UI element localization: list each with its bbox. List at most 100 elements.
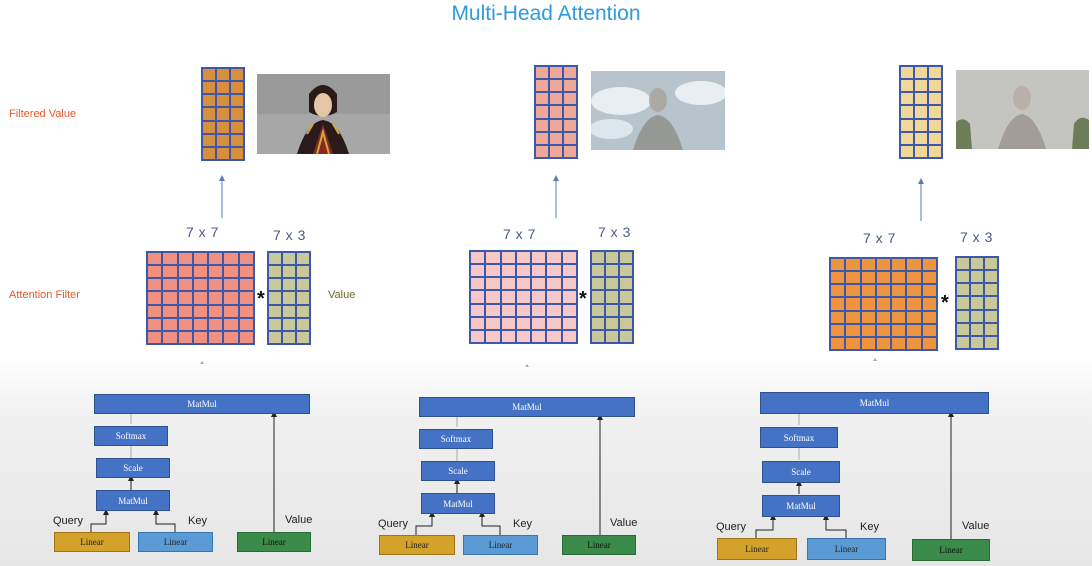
- attention-matrix-2-cell: [500, 329, 516, 343]
- linear-value-block-1: Linear: [237, 532, 311, 552]
- filtered-matrix-2-cell: [549, 118, 563, 132]
- filtered-matrix-2-cell: [549, 131, 563, 145]
- value-matrix-2-cell: [591, 251, 605, 265]
- filtered-matrix-3-cell: [900, 92, 914, 106]
- value-matrix-1-cell: [268, 265, 282, 279]
- attention-matrix-1-cell: [147, 291, 163, 305]
- filtered-matrix-3-cell: [928, 144, 942, 158]
- attention-matrix-3-cell: [845, 336, 861, 350]
- page-title: Multi-Head Attention: [451, 2, 641, 25]
- matmul-top-block-1: MatMul: [94, 394, 310, 414]
- filtered-matrix-3-cell: [928, 79, 942, 93]
- attention-matrix-1-cell: [192, 304, 209, 318]
- linear-key-block-3: Linear: [807, 538, 886, 560]
- value-matrix-3: [955, 256, 999, 350]
- attention-matrix-3-cell: [891, 297, 907, 311]
- value-dim-1: 7 x 3: [273, 227, 306, 243]
- multiply-symbol-1: *: [257, 288, 265, 310]
- attention-matrix-2-cell: [531, 303, 547, 317]
- attention-matrix-3-cell: [875, 323, 892, 337]
- filtered-matrix-2-cell: [549, 92, 563, 106]
- attention-matrix-1-cell: [223, 278, 239, 292]
- marker-3: [873, 358, 877, 361]
- filtered-matrix-3: [899, 65, 943, 159]
- filtered-matrix-3-cell: [914, 144, 928, 158]
- value-matrix-2-cell: [605, 277, 619, 291]
- attention-matrix-1-cell: [238, 265, 254, 279]
- attention-matrix-3-cell: [845, 258, 861, 272]
- filtered-matrix-1-cell: [230, 146, 244, 160]
- value-matrix-1-cell: [296, 330, 310, 344]
- linear-value-block-3: Linear: [912, 539, 990, 561]
- value-dim-2: 7 x 3: [598, 224, 631, 240]
- attention-matrix-1-cell: [223, 317, 239, 331]
- attention-matrix-1-cell: [223, 304, 239, 318]
- attention-matrix-2-cell: [515, 329, 532, 343]
- value-matrix-3-cell: [956, 257, 970, 271]
- value-matrix-2-cell: [619, 290, 633, 304]
- key-label-1: Key: [188, 515, 207, 527]
- attention-matrix-1-cell: [208, 265, 224, 279]
- attention-matrix-3-cell: [891, 310, 907, 324]
- value-matrix-1-cell: [268, 252, 282, 266]
- attention-matrix-2-cell: [470, 329, 486, 343]
- value-matrix-2-cell: [605, 290, 619, 304]
- value-matrix-2-cell: [591, 264, 605, 278]
- attention-matrix-2-cell: [546, 264, 562, 278]
- scale-block-2: Scale: [421, 461, 495, 481]
- attention-matrix-3-cell: [860, 297, 876, 311]
- attention-matrix-3-cell: [875, 297, 892, 311]
- filtered-matrix-2-cell: [563, 118, 577, 132]
- attention-matrix-1-cell: [192, 278, 209, 292]
- attention-matrix-2-cell: [531, 329, 547, 343]
- filtered-matrix-2-cell: [563, 79, 577, 93]
- filtered-matrix-3-cell: [900, 79, 914, 93]
- query-label-2: Query: [378, 518, 408, 530]
- attention-matrix-1-cell: [162, 330, 178, 344]
- attention-matrix-3: [829, 257, 938, 351]
- attention-matrix-2-cell: [515, 316, 532, 330]
- filtered-matrix-3-cell: [914, 79, 928, 93]
- attention-matrix-1-cell: [238, 304, 254, 318]
- value-matrix-1-cell: [268, 304, 282, 318]
- filtered-matrix-1-cell: [230, 94, 244, 108]
- attention-matrix-3-cell: [860, 271, 876, 285]
- attention-matrix-2-cell: [500, 303, 516, 317]
- value-matrix-2: [590, 250, 634, 344]
- softmax-block-1: Softmax: [94, 426, 168, 446]
- attention-matrix-3-cell: [860, 258, 876, 272]
- filtered-matrix-2-cell: [549, 66, 563, 80]
- attention-matrix-2-cell: [485, 303, 501, 317]
- value-matrix-2-cell: [619, 251, 633, 265]
- filtered-matrix-1-cell: [216, 107, 230, 121]
- value-label: Value: [328, 289, 356, 301]
- filtered-matrix-1-cell: [202, 133, 216, 147]
- filtered-matrix-1: [201, 67, 245, 161]
- filtered-matrix-3-cell: [928, 92, 942, 106]
- filtered-matrix-2-cell: [535, 105, 549, 119]
- value-matrix-2-cell: [591, 303, 605, 317]
- filtered-matrix-2-cell: [563, 66, 577, 80]
- value-matrix-2-cell: [605, 329, 619, 343]
- attention-matrix-1-cell: [162, 278, 178, 292]
- attention-matrix-3-cell: [921, 336, 937, 350]
- attention-matrix-2-cell: [470, 277, 486, 291]
- filtered-matrix-3-cell: [928, 66, 942, 80]
- attention-matrix-2-cell: [485, 290, 501, 304]
- attention-matrix-2-cell: [515, 277, 532, 291]
- attention-matrix-3-cell: [845, 310, 861, 324]
- attention-matrix-1-cell: [147, 278, 163, 292]
- attention-matrix-1-cell: [147, 252, 163, 266]
- filtered-matrix-2-cell: [549, 144, 563, 158]
- value-matrix-1-cell: [282, 278, 296, 292]
- attention-matrix-2-cell: [531, 316, 547, 330]
- attention-matrix-3-cell: [921, 297, 937, 311]
- filtered-matrix-2-cell: [549, 79, 563, 93]
- value-matrix-1-cell: [268, 330, 282, 344]
- attention-matrix-1-cell: [208, 317, 224, 331]
- attention-matrix-1-cell: [177, 278, 193, 292]
- attention-matrix-3-cell: [906, 323, 922, 337]
- value-matrix-1-cell: [296, 304, 310, 318]
- attention-matrix-1-cell: [177, 291, 193, 305]
- filtered-matrix-3-cell: [914, 92, 928, 106]
